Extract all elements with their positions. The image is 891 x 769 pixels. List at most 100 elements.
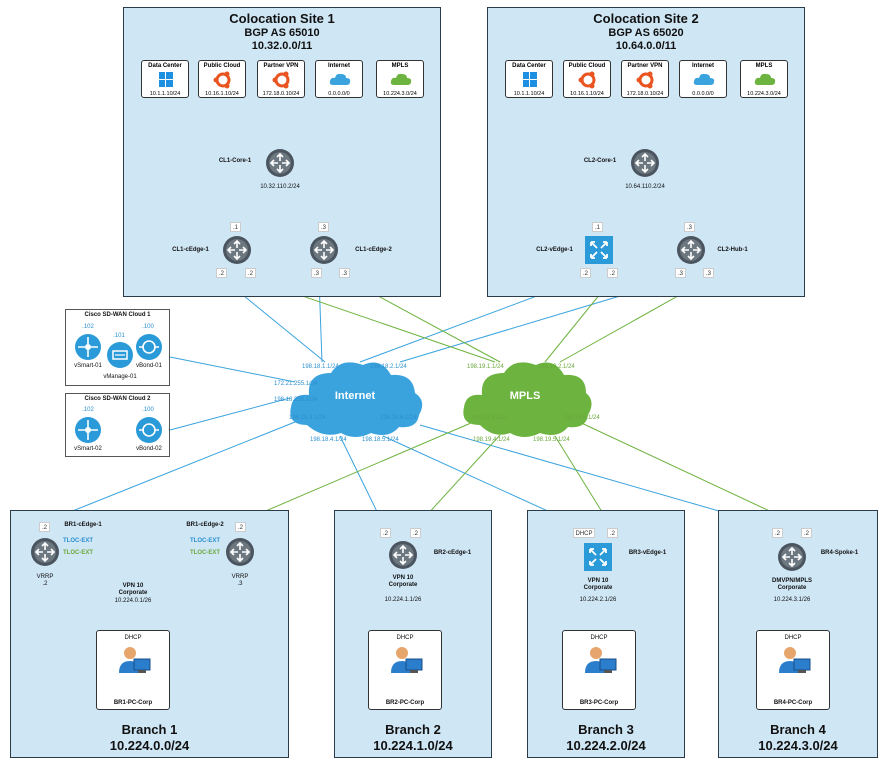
core-router-icon[interactable] <box>265 148 295 178</box>
branch-title: Branch 3 <box>578 722 634 737</box>
port-label: .2 <box>245 268 256 278</box>
port-label: .2 <box>380 528 391 538</box>
vedge-switch-icon[interactable] <box>584 235 614 265</box>
windows-icon <box>159 72 173 87</box>
port-label: .2 <box>216 268 227 278</box>
pc-label: BR2-PC-Corp <box>385 700 425 706</box>
tloc-label: TLOC-EXT <box>63 550 93 556</box>
vbond-addr: .100 <box>142 407 154 413</box>
core-router-label: CL1-Core-1 <box>218 158 252 164</box>
vrrp-label: VRRP <box>36 574 54 580</box>
router-icon[interactable] <box>30 537 60 567</box>
router-icon[interactable] <box>676 235 706 265</box>
service-internet[interactable]: Internet 0.0.0.0/0 <box>679 60 727 98</box>
vpn-label: VPN 10 <box>587 578 609 584</box>
port-label: .2 <box>410 528 421 538</box>
edge-label: BR1-cEdge-2 <box>186 522 224 528</box>
edge-label: BR2-cEdge-1 <box>433 550 472 556</box>
branch-subnet: 10.224.1.0/24 <box>373 738 453 753</box>
core-router-icon[interactable] <box>630 148 660 178</box>
mpls-cloud-icon <box>390 73 412 85</box>
ip-label: 198.19.4.1/24 <box>473 437 510 443</box>
lan-ip: 10.224.0.1/26 <box>114 598 152 604</box>
ubuntu-icon <box>272 71 290 89</box>
service-mpls[interactable]: MPLS 10.224.3.0/24 <box>740 60 788 98</box>
vpn-name: Corporate <box>118 590 148 596</box>
ip-label: 172.21.255.1/24 <box>274 381 318 387</box>
core-router-ip: 10.64.110.2/24 <box>625 184 665 190</box>
pc-box[interactable] <box>562 630 636 710</box>
site-bgp: BGP AS 65010 <box>244 27 320 39</box>
vbond-label: vBond-02 <box>136 446 162 452</box>
service-mpls[interactable]: MPLS 10.224.3.0/24 <box>376 60 424 98</box>
vmanage-label: vManage-01 <box>103 374 137 380</box>
router-icon[interactable] <box>222 235 252 265</box>
core-router-label: CL2-Core-1 <box>583 158 617 164</box>
port-label: .2 <box>580 268 591 278</box>
vmanage-addr: .101 <box>113 333 125 339</box>
port-label: .2 <box>607 528 618 538</box>
vpn-label: DMVPN/MPLS <box>771 578 812 584</box>
user-pc-icon <box>119 647 151 673</box>
service-data-center[interactable]: Data Center 10.1.1.10/24 <box>505 60 553 98</box>
tloc-label: TLOC-EXT <box>63 538 93 544</box>
port-label: .2 <box>607 268 618 278</box>
service-internet[interactable]: Internet 0.0.0.0/0 <box>315 60 363 98</box>
service-partner-vpn[interactable]: Partner VPN 172.18.0.10/24 <box>621 60 669 98</box>
ip-label: 198.19.6.1/24 <box>563 415 600 421</box>
ip-label: 198.18.5.1/24 <box>362 437 399 443</box>
vbond-label: vBond-01 <box>136 363 162 369</box>
router-icon[interactable] <box>225 537 255 567</box>
mpls-cloud-icon[interactable] <box>458 355 593 440</box>
port-label: .1 <box>592 222 603 232</box>
vmanage-icon[interactable] <box>106 341 134 369</box>
port-label: .2 <box>801 528 812 538</box>
port-label: .2 <box>39 522 50 532</box>
vbond-addr: .100 <box>142 324 154 330</box>
branch-subnet: 10.224.2.0/24 <box>566 738 646 753</box>
router-icon[interactable] <box>777 542 807 572</box>
ip-label: 198.18.1.1/24 <box>302 364 339 370</box>
lan-ip: 10.224.1.1/26 <box>384 597 422 603</box>
cloud-icon <box>693 73 715 85</box>
service-data-center[interactable]: Data Center 10.1.1.10/24 <box>141 60 189 98</box>
vpn-name: Corporate <box>777 585 807 591</box>
branch-title: Branch 2 <box>385 722 441 737</box>
port-label: .3 <box>311 268 322 278</box>
edge-label: CL1-cEdge-1 <box>172 247 209 253</box>
router-icon[interactable] <box>388 540 418 570</box>
edge-label: BR1-cEdge-1 <box>64 522 102 528</box>
ip-label: 198.19.1.1/24 <box>467 364 504 370</box>
site-title: Colocation Site 2 <box>593 11 699 26</box>
vpn-name: Corporate <box>388 582 418 588</box>
port-label: .3 <box>339 268 350 278</box>
user-pc-icon <box>779 647 811 673</box>
port-label: .2 <box>772 528 783 538</box>
vsmart-icon[interactable] <box>74 333 102 361</box>
port-label: .3 <box>675 268 686 278</box>
vedge-switch-icon[interactable] <box>583 542 613 572</box>
dhcp-label: DHCP <box>590 635 608 641</box>
port-label: .1 <box>230 222 241 232</box>
internet-cloud-icon[interactable] <box>285 355 425 440</box>
edge-label: BR3-vEdge-1 <box>628 550 667 556</box>
router-icon[interactable] <box>309 235 339 265</box>
vbond-icon[interactable] <box>135 416 163 444</box>
tloc-label: TLOC-EXT <box>190 538 220 544</box>
mpls-cloud-icon <box>754 73 776 85</box>
edge-label: CL2-vEdge-1 <box>536 247 573 253</box>
site-bgp: BGP AS 65020 <box>608 27 684 39</box>
edge-label: CL1-cEdge-2 <box>355 247 392 253</box>
sdwan-title: Cisco SD-WAN Cloud 2 <box>84 396 151 402</box>
ip-label: 198.19.2.1/24 <box>538 364 575 370</box>
vbond-icon[interactable] <box>135 333 163 361</box>
service-public-cloud[interactable]: Public Cloud 10.16.1.10/24 <box>563 60 611 98</box>
lan-ip: 10.224.2.1/26 <box>579 597 617 603</box>
service-partner-vpn[interactable]: Partner VPN 172.18.0.10/24 <box>257 60 305 98</box>
ubuntu-icon <box>213 71 231 89</box>
lan-ip: 10.224.3.1/26 <box>773 597 811 603</box>
user-pc-icon <box>391 647 423 673</box>
vsmart-icon[interactable] <box>74 416 102 444</box>
service-public-cloud[interactable]: Public Cloud 10.16.1.10/24 <box>198 60 246 98</box>
internet-cloud-label: Internet <box>334 390 376 402</box>
